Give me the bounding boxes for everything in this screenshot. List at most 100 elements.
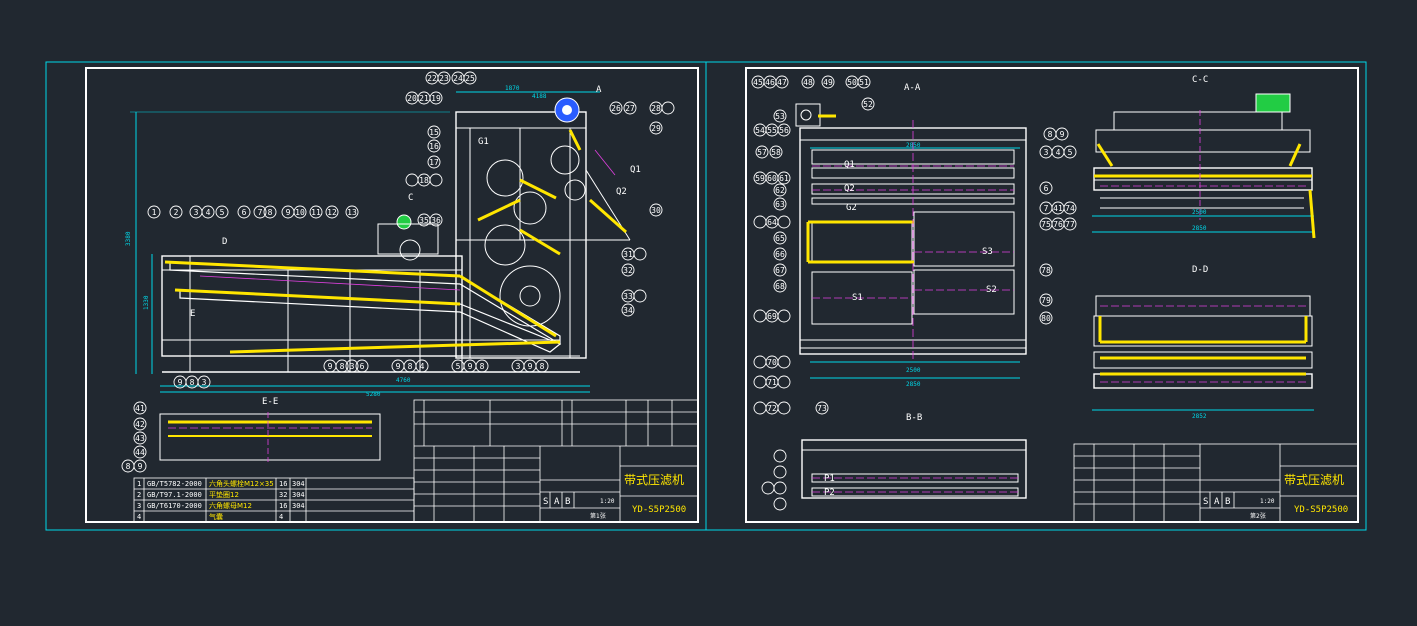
sheet2-section-d: D-D 2852 (1092, 265, 1314, 420)
sheet1-bom-text: 1 GB/T5782-2000 六角头螺栓M12×35 16 304 2 GB/… (137, 479, 305, 521)
dim-bottom2: 5280 (366, 391, 381, 398)
s2-callout-68: 68 (775, 282, 785, 291)
label-d: D (222, 237, 227, 247)
callout-b4: 8 (340, 362, 345, 371)
bom-no-4: 4 (137, 513, 141, 521)
callout-3: 3 (194, 208, 199, 217)
s2r-callout-7: 7 (1044, 204, 1049, 213)
s2-callout-48: 48 (803, 78, 813, 87)
sheet1-drawing-no: YD-S5P2500 (632, 505, 686, 515)
sec-b-p1: P1 (824, 474, 835, 484)
callout-29: 29 (651, 124, 661, 133)
callout-27: 27 (625, 104, 635, 113)
s2-callout-59: 59 (755, 174, 765, 183)
callout-30: 30 (651, 206, 661, 215)
dim-d1: 2852 (1192, 413, 1207, 420)
bom-qty-4: 4 (279, 513, 283, 521)
callout-b6: 6 (360, 362, 365, 371)
callout-35: 35 (419, 216, 429, 225)
sheet1-grade-b: A (554, 497, 560, 507)
sheet1-scale: 1:20 (600, 498, 615, 505)
callout-33: 33 (623, 292, 633, 301)
bom-code-1: GB/T5782-2000 (147, 480, 202, 488)
sheet1-callout-numbers: 1 2 3 4 5 6 7 8 9 10 11 12 13 22 23 24 2… (152, 74, 661, 387)
bom-no-2: 2 (137, 491, 141, 499)
callout-10: 10 (295, 208, 305, 217)
dim-bottom1: 4760 (396, 377, 411, 384)
callout-b14: 9 (528, 362, 533, 371)
bom-code-3: GB/T6170-2000 (147, 502, 202, 510)
callout-b7: 9 (396, 362, 401, 371)
s2r-callout-8: 8 (1048, 130, 1053, 139)
c-c-motor (1255, 93, 1291, 113)
sec-e-callout-44: 44 (135, 448, 145, 457)
dim-c2: 2850 (1192, 225, 1207, 232)
s2r-callout-78: 78 (1041, 266, 1051, 275)
sec-e-callout-42: 42 (135, 420, 145, 429)
sheet2-left-callout-numbers: 45 46 47 48 49 50 51 52 53 54 55 56 57 5… (753, 78, 873, 413)
sheet1-title-block (413, 399, 699, 523)
bom-qty-3: 16 (279, 502, 287, 510)
s2-callout-63: 63 (775, 200, 785, 209)
callout-b10: 5 (456, 362, 461, 371)
label-c: C (408, 193, 413, 203)
callout-9: 9 (286, 208, 291, 217)
bom-name-1: 六角头螺栓M12×35 (209, 479, 274, 488)
dim-a1: 2850 (906, 142, 921, 149)
section-e-title: E-E (262, 397, 278, 407)
bom-no-3: 3 (137, 502, 141, 510)
bom-mat-2: 304 (292, 491, 305, 499)
sheet2-title-block (1073, 443, 1359, 523)
s2r-callout-79: 79 (1041, 296, 1051, 305)
sec-a-g2: G2 (846, 203, 857, 213)
s2-callout-57: 57 (757, 148, 767, 157)
callout-26: 26 (611, 104, 621, 113)
sheet1-centerlines (199, 149, 616, 291)
callout-6: 6 (242, 208, 247, 217)
callout-b11: 9 (468, 362, 473, 371)
s2r-callout-6: 6 (1044, 184, 1049, 193)
sheet1-dimensions: 1870 4760 5280 3380 1330 4188 (125, 85, 547, 398)
s2-callout-58: 58 (771, 148, 781, 157)
s2-callout-55: 55 (767, 126, 777, 135)
s2r-callout-74: 74 (1065, 204, 1075, 213)
callout-7: 7 (258, 208, 263, 217)
s2-callout-62: 62 (775, 186, 785, 195)
callout-b2: 3 (202, 378, 207, 387)
bom-qty-1: 16 (279, 480, 287, 488)
sheet2-grade-c: B (1225, 497, 1230, 507)
s2r-callout-76: 76 (1053, 220, 1063, 229)
bom-qty-2: 32 (279, 491, 287, 499)
sheet1-product-name: 带式压滤机 (624, 473, 684, 487)
s2-callout-45: 45 (753, 78, 763, 87)
s2-callout-46: 46 (765, 78, 775, 87)
callout-b0: 9 (178, 378, 183, 387)
sheet2-section-c: C-C 2500 2850 (1092, 75, 1316, 239)
dim-mid: 1330 (143, 295, 150, 310)
callout-5: 5 (220, 208, 225, 217)
dim-left: 3380 (125, 231, 132, 246)
s2r-callout-4: 4 (1056, 148, 1061, 157)
callout-32: 32 (623, 266, 633, 275)
s2-callout-66: 66 (775, 250, 785, 259)
section-a-title: A-A (904, 83, 921, 93)
sheet1-section-e: E-E 41 42 43 44 8 9 (121, 397, 381, 473)
s2-callout-67: 67 (775, 266, 785, 275)
callout-12: 12 (327, 208, 337, 217)
callout-36: 36 (431, 216, 441, 225)
s2-callout-72: 72 (767, 404, 777, 413)
sheet2-inner-frame (745, 67, 1359, 523)
sec-b-p2: P2 (824, 488, 835, 498)
callout-b3: 9 (328, 362, 333, 371)
bom-code-2: GB/T97.1-2000 (147, 491, 202, 499)
sheet2-right-callouts (1039, 127, 1077, 325)
s2-callout-71: 71 (767, 378, 777, 387)
callout-25: 25 (465, 74, 475, 83)
dim-small: 4188 (532, 93, 547, 100)
dim-a2: 2500 (906, 367, 921, 374)
callout-b8: 8 (408, 362, 413, 371)
sheet1-callout-balloons (147, 71, 675, 389)
s2-callout-56: 56 (779, 126, 789, 135)
